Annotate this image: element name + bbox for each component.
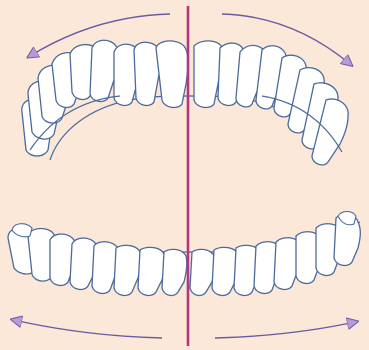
dental-arch-illustration — [0, 0, 369, 350]
dental-arch-diagram — [0, 0, 369, 350]
